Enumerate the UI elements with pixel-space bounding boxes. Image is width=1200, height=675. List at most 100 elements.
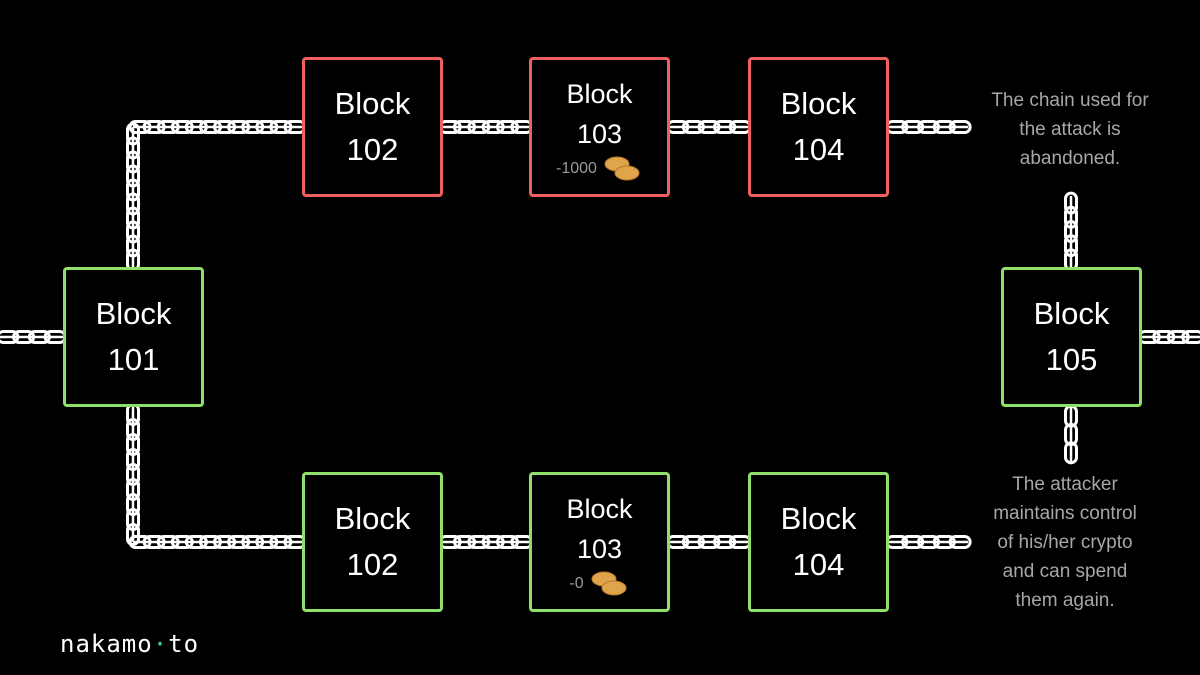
chain-link [126, 418, 140, 441]
chain-link [142, 535, 166, 549]
honest-block-102: Block 102 [302, 472, 443, 612]
nakamoto-logo: nakamo·to [60, 630, 199, 658]
chain-link [170, 120, 194, 134]
chain-link [184, 120, 208, 134]
logo-text-2: to [168, 630, 200, 658]
chain-link [948, 535, 972, 549]
block-number: 104 [792, 547, 845, 582]
block-title: Block [334, 501, 411, 536]
chain-link [126, 136, 140, 160]
block-101: Block 101 [63, 267, 204, 407]
attack-block-102: Block 102 [302, 57, 443, 197]
chain-link [713, 120, 737, 134]
chain-link [713, 535, 737, 549]
block-number: 103 [576, 119, 623, 149]
chain-link [126, 493, 140, 516]
chain-link [213, 120, 237, 134]
chain-link [126, 448, 140, 471]
chain-link [901, 120, 925, 134]
chain-link [496, 120, 519, 134]
chain-link [1064, 234, 1078, 258]
chain-link [126, 220, 140, 244]
note-line: and can spend [1002, 561, 1128, 582]
chain-link [213, 535, 237, 549]
chain-link [156, 120, 180, 134]
chain-link [170, 535, 194, 549]
block-105: Block 105 [1001, 267, 1142, 407]
note-line: The attacker [1012, 474, 1118, 495]
chain-link [481, 120, 505, 134]
chain-link [697, 535, 721, 549]
chain-link [481, 535, 505, 549]
block-title: Block [334, 86, 411, 121]
chain-link [126, 164, 140, 188]
chain-link [467, 120, 491, 134]
chain-link [126, 178, 140, 202]
note-line: The chain used for [991, 90, 1149, 111]
chain-link [948, 120, 972, 134]
chain-link [1152, 330, 1176, 344]
logo-dot: · [152, 630, 169, 658]
note-line: abandoned. [1019, 148, 1121, 169]
chain-link [1166, 330, 1190, 344]
chain-link [126, 206, 140, 230]
chain-link [1064, 205, 1078, 229]
logo-text-1: nakamo [60, 630, 153, 658]
chain-link [697, 120, 721, 134]
chain-link [198, 535, 222, 549]
block-title: Block [780, 501, 857, 536]
chain-link [255, 535, 279, 549]
block-number: 103 [576, 534, 623, 564]
block-amount: -1000 [556, 160, 597, 177]
block-title: Block [1033, 296, 1110, 331]
chain-link [255, 120, 279, 134]
note-line: the attack is [1019, 119, 1121, 140]
chain-link [1064, 220, 1078, 243]
block-amount: -0 [569, 575, 584, 592]
note-line: them again. [1015, 590, 1115, 611]
chain-link [126, 433, 140, 456]
block-title: Block [566, 79, 633, 109]
chain-link [1181, 330, 1200, 344]
attack-block-104: Block 104 [748, 57, 889, 197]
block-number: 102 [346, 132, 399, 167]
block-number: 104 [792, 132, 845, 167]
chain-link [1064, 191, 1078, 215]
block-number: 105 [1045, 342, 1098, 377]
chain-link [917, 535, 940, 549]
chain-link [917, 120, 940, 134]
chain-link [12, 330, 36, 344]
block-number: 101 [107, 342, 160, 377]
honest-chain-note: The attacker maintains control of his/he… [950, 470, 1180, 615]
note-line: maintains control [993, 503, 1137, 524]
note-line: of his/her crypto [997, 532, 1133, 553]
chain-link [241, 535, 265, 549]
chain-link [27, 330, 51, 344]
chain-link [156, 535, 180, 549]
block-number: 102 [346, 547, 399, 582]
chain-link [126, 523, 140, 546]
chain-link [128, 120, 152, 134]
chain-link [126, 478, 140, 501]
chain-link [453, 535, 476, 549]
chain-link [681, 120, 705, 134]
chain-link [184, 535, 208, 549]
chain-link [128, 535, 152, 549]
chain-link [198, 120, 222, 134]
chain-link [126, 234, 140, 258]
chain-link [932, 120, 956, 134]
chain-link [1064, 441, 1078, 465]
chain-link [241, 120, 265, 134]
block-title: Block [780, 86, 857, 121]
chain-link [901, 535, 925, 549]
chain-link [0, 330, 20, 344]
chain-link [126, 463, 140, 486]
chain-link [496, 535, 519, 549]
attack-block-103: Block 103 -1000 [529, 57, 670, 197]
attack-chain-note: The chain used for the attack is abandon… [955, 86, 1185, 173]
honest-block-104: Block 104 [748, 472, 889, 612]
chain-link [932, 535, 956, 549]
chain-link [681, 535, 705, 549]
chain-link [227, 535, 251, 549]
